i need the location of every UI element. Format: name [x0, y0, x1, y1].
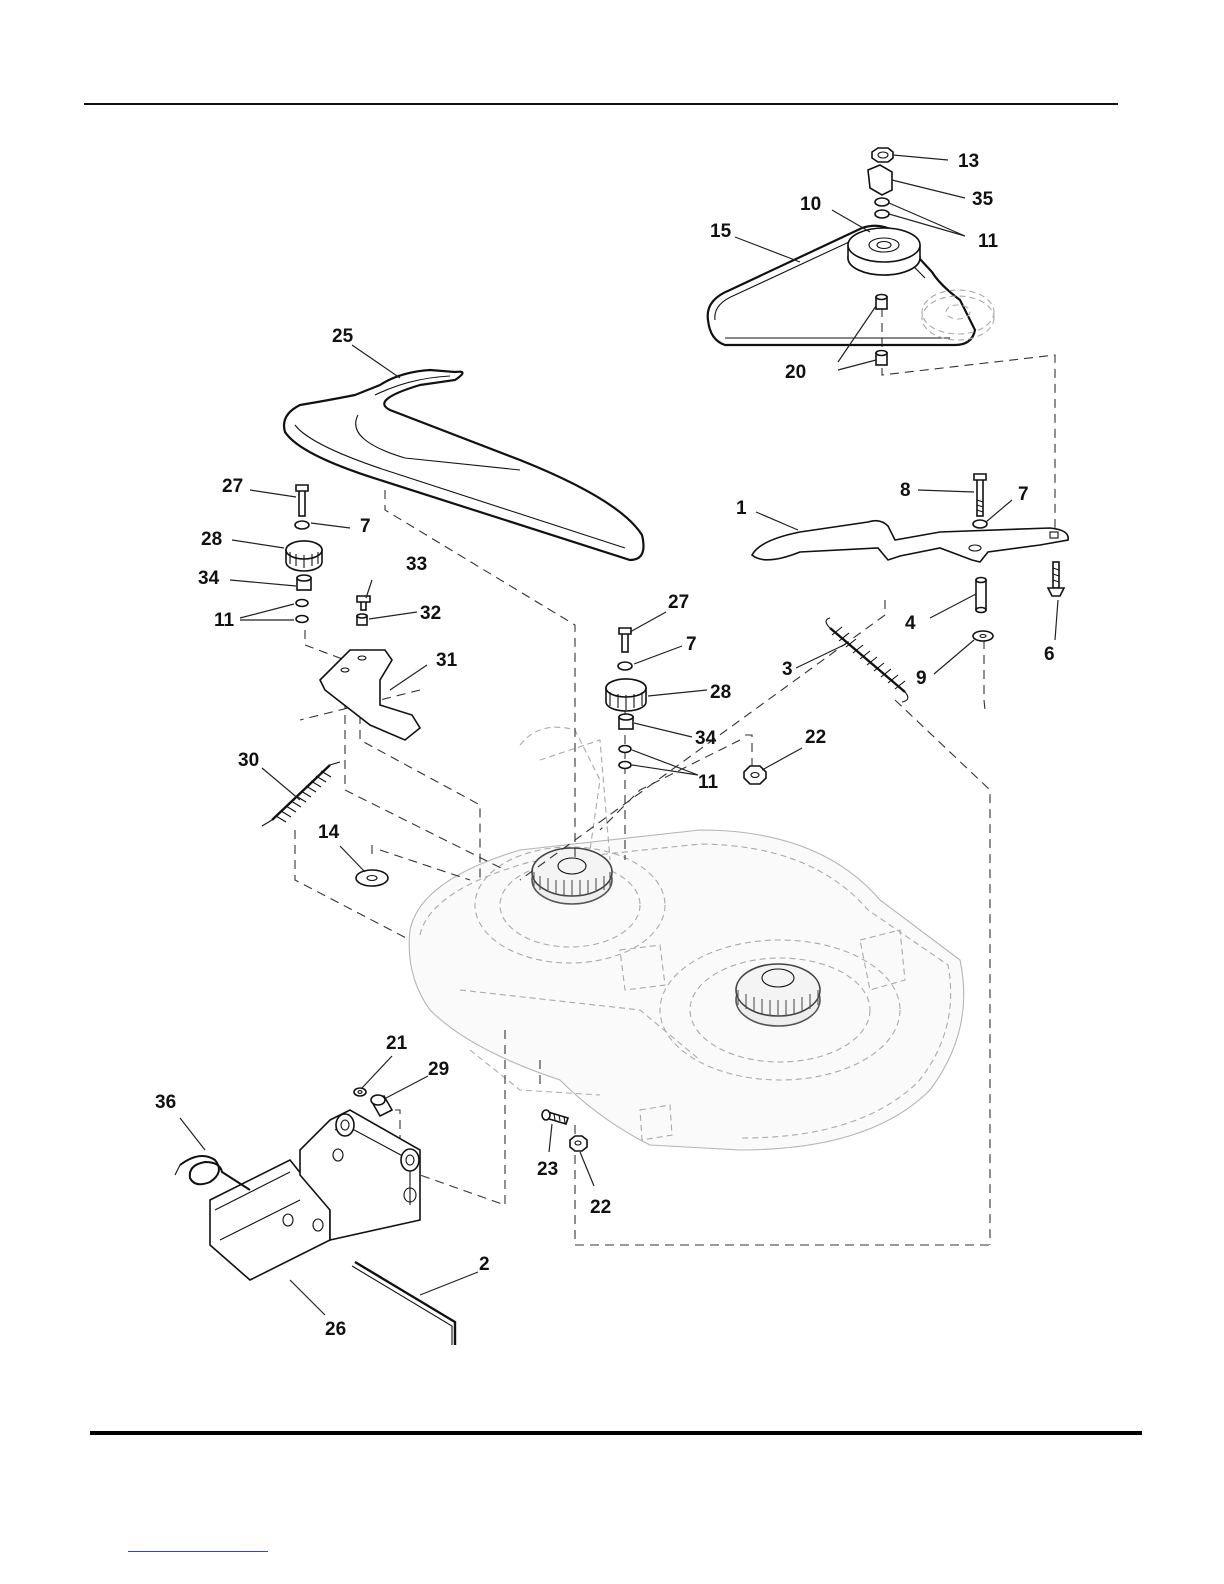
- nut-22-bottom: [570, 1136, 587, 1151]
- washers-11-top: [875, 198, 889, 218]
- callout-11: 11: [214, 610, 235, 631]
- callout-32: 32: [420, 603, 441, 624]
- center-idler-stack: [606, 628, 646, 769]
- belt-15: [708, 226, 975, 345]
- callout-3: 3: [782, 659, 793, 680]
- bolt-6: [1048, 562, 1064, 596]
- callout-15: 15: [710, 221, 732, 242]
- spring-30: [262, 762, 340, 826]
- idler-arm-1: [752, 521, 1068, 562]
- callout-6: 6: [1044, 644, 1055, 665]
- callout-8: 8: [900, 480, 911, 501]
- callout-11: 11: [978, 231, 999, 252]
- callout-23: 23: [537, 1159, 558, 1180]
- pulley-10: [848, 228, 920, 275]
- callout-27: 27: [222, 476, 243, 497]
- callout-35: 35: [972, 189, 994, 210]
- callout-25: 25: [332, 326, 354, 347]
- bracket-26: [210, 1110, 420, 1280]
- nut-21: [354, 1088, 366, 1096]
- callout-7: 7: [686, 634, 697, 655]
- callout-7: 7: [1018, 484, 1029, 505]
- callout-10: 10: [800, 194, 821, 215]
- spring-3: [826, 618, 908, 702]
- deck-pulley-right: [736, 964, 820, 1026]
- callout-36: 36: [155, 1092, 176, 1113]
- washer-9: [973, 631, 993, 641]
- callout-20: 20: [785, 362, 806, 383]
- callout-22: 22: [805, 727, 826, 748]
- left-idler-stack: [286, 485, 322, 623]
- bolt-8: [973, 474, 987, 528]
- callout-28: 28: [710, 682, 731, 703]
- callout-7: 7: [360, 516, 371, 537]
- callout-2: 2: [479, 1254, 490, 1275]
- callout-33: 33: [406, 554, 427, 575]
- callout-29: 29: [428, 1059, 449, 1080]
- mower-deck-ghost: [409, 727, 964, 1150]
- bolt-33-spacer-32: [357, 596, 370, 625]
- callout-11: 11: [698, 772, 719, 793]
- nut-13: [872, 148, 893, 162]
- callout-22: 22: [590, 1197, 611, 1218]
- callout-21: 21: [386, 1033, 408, 1054]
- nut-22-top: [744, 766, 766, 784]
- callout-28: 28: [201, 529, 222, 550]
- callout-14: 14: [318, 822, 340, 843]
- callout-1: 1: [736, 498, 747, 519]
- spacer-4: [976, 578, 986, 613]
- bolt-23: [542, 1110, 568, 1124]
- callout-34: 34: [198, 568, 220, 589]
- callout-13: 13: [958, 151, 979, 172]
- bracket-35: [868, 165, 892, 195]
- callout-27: 27: [668, 592, 689, 613]
- callout-26: 26: [325, 1319, 346, 1340]
- deck-pulley-left: [532, 848, 612, 904]
- callout-31: 31: [436, 650, 458, 671]
- belt-25: [284, 370, 644, 560]
- callout-34: 34: [695, 728, 717, 749]
- bracket-31: [320, 650, 420, 740]
- washer-14: [356, 870, 388, 886]
- callout-30: 30: [238, 750, 259, 771]
- callout-4: 4: [905, 613, 916, 634]
- rod-2: [352, 1262, 455, 1345]
- bushing-29: [371, 1095, 392, 1116]
- callout-9: 9: [916, 668, 927, 689]
